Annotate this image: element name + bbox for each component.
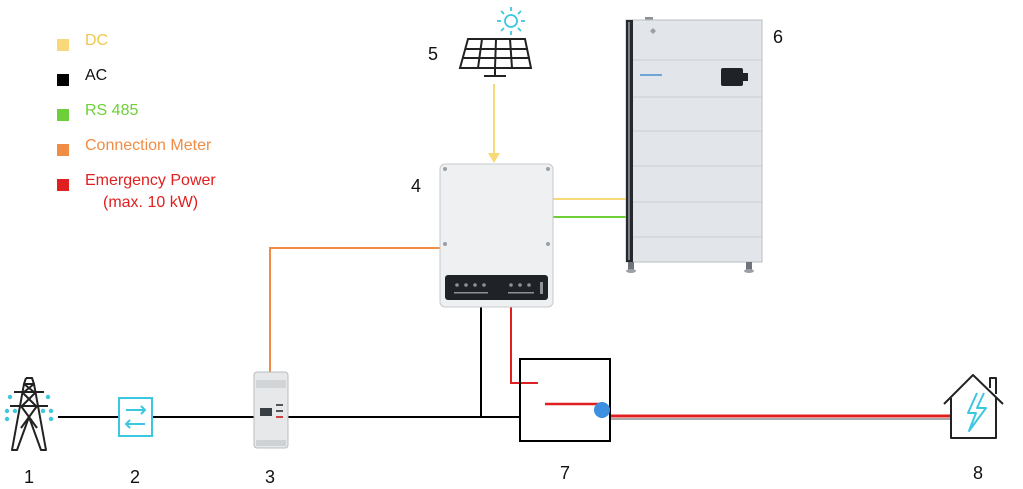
ac-wires [58, 306, 520, 418]
transfer-switch-icon [118, 397, 153, 437]
label-battery: 6 [773, 27, 784, 47]
legend-swatch-rs485 [57, 109, 69, 121]
grid-pylon-icon [4, 377, 54, 451]
legend-swatch-ac [57, 74, 69, 86]
emergency-power-wire-in [510, 306, 538, 384]
legend-label-emergency-power: Emergency Power [85, 172, 216, 189]
label-solar: 5 [428, 44, 439, 64]
legend-swatch-connection-meter [57, 144, 69, 156]
legend-swatch-dc [57, 39, 69, 51]
hybrid-inverter-icon [439, 163, 554, 308]
house-lightning-icon [943, 374, 1004, 439]
label-meter: 3 [265, 467, 276, 487]
sun-icon [497, 7, 525, 35]
label-inverter: 4 [411, 176, 422, 196]
battery-stack-icon [625, 17, 763, 273]
legend-swatch-emergency-power [57, 179, 69, 191]
backup-box-icon [519, 358, 611, 442]
legend-label-rs485: RS 485 [85, 102, 139, 119]
legend-label-ac: AC [85, 67, 108, 84]
legend-label-dc: DC [85, 32, 109, 49]
meter-connection-wire [269, 247, 441, 372]
label-grid: 1 [24, 467, 35, 487]
legend-label-emergency-power-limit: (max. 10 kW) [103, 194, 199, 211]
legend-label-connection-meter: Connection Meter [85, 137, 212, 154]
label-house: 8 [973, 463, 984, 483]
connection-dot [594, 402, 610, 418]
solar-panel-icon [458, 38, 533, 77]
energy-meter-icon [253, 371, 289, 449]
label-backup-box: 7 [560, 463, 571, 483]
dc-wire-solar-inverter [488, 84, 500, 163]
label-switch: 2 [130, 467, 141, 487]
